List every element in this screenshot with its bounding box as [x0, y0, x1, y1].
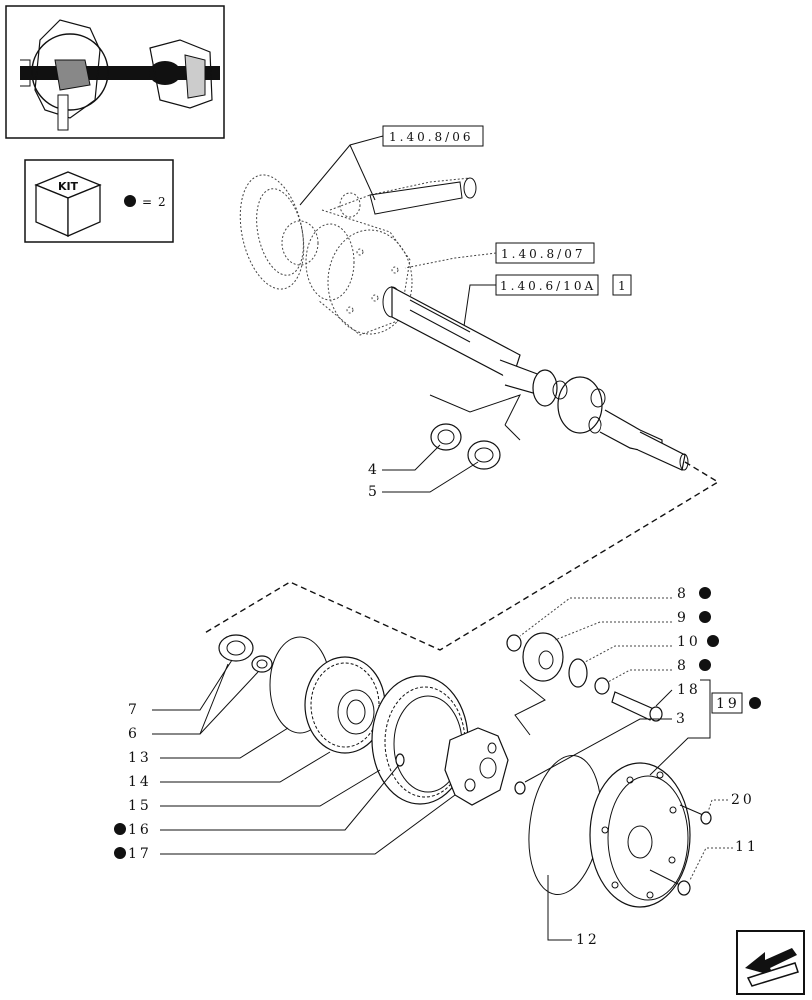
callout-7: 7	[128, 702, 140, 718]
reference-box-4[interactable]: 1	[612, 274, 632, 296]
kit-legend: KIT = 2	[24, 159, 174, 243]
callout-20: 20	[731, 792, 755, 808]
kit-dot-icon	[124, 195, 136, 207]
callout-15: 15	[128, 798, 152, 814]
bearing-5[interactable]	[467, 440, 501, 470]
callout-4: 4	[368, 462, 380, 478]
svg-text:1: 1	[618, 279, 629, 293]
reference-box-1[interactable]: 1.40.8/06	[382, 125, 484, 147]
hub-cover[interactable]	[589, 762, 691, 908]
kit-qty: 2	[158, 195, 169, 209]
next-page-arrow-icon[interactable]	[736, 930, 805, 995]
screw-11[interactable]	[649, 869, 691, 896]
screw-20[interactable]	[679, 804, 712, 825]
callout-19-box	[711, 692, 743, 714]
callout-11: 11	[735, 839, 759, 855]
reference-box-2[interactable]: 1.40.8/07	[495, 242, 595, 264]
kit-cube-icon: KIT	[34, 171, 102, 237]
callout-12: 12	[576, 932, 600, 948]
callout-18: 18	[677, 682, 701, 698]
spacer-3[interactable]	[514, 781, 526, 795]
axle-overview-thumbnail[interactable]	[5, 5, 225, 139]
callout-9: 9	[677, 610, 689, 626]
svg-text:1.40.8/06: 1.40.8/06	[389, 130, 473, 144]
kit-equals: =	[142, 195, 155, 209]
pin-18[interactable]	[611, 691, 663, 722]
callout-5: 5	[368, 484, 380, 500]
pin-16[interactable]	[395, 753, 405, 767]
svg-text:1.40.8/07: 1.40.8/07	[501, 247, 585, 261]
svg-text:1.40.6/10A: 1.40.6/10A	[500, 279, 596, 293]
reference-box-3[interactable]: 1.40.6/10A	[495, 274, 599, 296]
callout-13: 13	[128, 750, 152, 766]
ring-6[interactable]	[251, 655, 273, 673]
callout-10: 10	[677, 634, 701, 650]
callout-8b: 8	[677, 658, 689, 674]
callout-8a: 8	[677, 586, 689, 602]
differential-assembly-phantom	[239, 174, 477, 336]
needle-bearing-10[interactable]	[568, 658, 588, 688]
callout-14: 14	[128, 774, 152, 790]
callout-3: 3	[676, 711, 688, 727]
washer-8-bottom[interactable]	[594, 677, 610, 695]
kit-dot-17	[114, 847, 126, 859]
planet-gear-9[interactable]	[522, 632, 564, 682]
bearing-4[interactable]	[430, 423, 462, 451]
kit-cube-label: KIT	[58, 180, 79, 193]
washer-8-top[interactable]	[506, 634, 522, 652]
kit-dot-16	[114, 823, 126, 835]
planet-carrier-17[interactable]	[444, 727, 509, 806]
bearing-7[interactable]	[218, 634, 254, 662]
axle-shaft	[382, 286, 689, 471]
sun-gear-14[interactable]	[304, 656, 386, 754]
callout-16: 16	[128, 822, 152, 838]
callout-6: 6	[128, 726, 140, 742]
callout-19: 19	[716, 696, 740, 712]
callout-17: 17	[128, 846, 152, 862]
